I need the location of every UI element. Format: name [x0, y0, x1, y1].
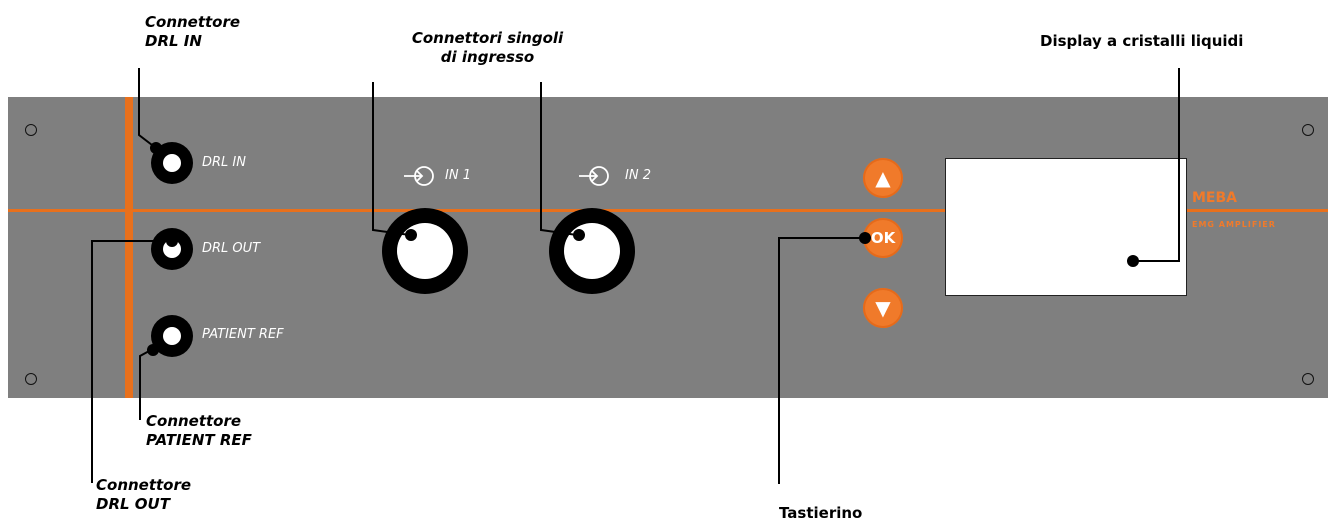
screw-hole-icon	[25, 373, 37, 385]
callout-patient-ref: Connettore PATIENT REF	[146, 412, 252, 450]
callout-dot	[573, 229, 585, 241]
callout-dot	[405, 229, 417, 241]
callout-inputs-line2: di ingresso	[440, 48, 535, 66]
callout-display: Display a cristalli liquidi	[1040, 32, 1244, 50]
callout-dot	[147, 344, 159, 356]
input-arrow-icon	[579, 166, 609, 186]
callout-drl-out: Connettore DRL OUT	[96, 476, 191, 514]
callout-drl-in-line2: DRL IN	[145, 32, 202, 50]
panel-divider-line	[8, 209, 1328, 212]
callout-patient-ref-line2: PATIENT REF	[146, 431, 252, 449]
callout-dot	[1127, 255, 1139, 267]
brand-name: MEBA	[1192, 190, 1238, 206]
ok-button[interactable]: OK	[863, 218, 903, 258]
input-1-label: IN 1	[445, 168, 471, 183]
down-button[interactable]: ▼	[863, 288, 903, 328]
callout-dot	[150, 142, 162, 154]
callout-drl-out-line2: DRL OUT	[96, 495, 170, 513]
callout-inputs: Connettori singoli di ingresso	[380, 29, 595, 67]
callout-drl-in: Connettore DRL IN	[145, 13, 240, 51]
callout-drl-in-line1: Connettore	[145, 13, 241, 31]
input-arrow-icon	[404, 166, 434, 186]
screw-hole-icon	[1302, 373, 1314, 385]
up-button[interactable]: ▲	[863, 158, 903, 198]
callout-drl-out-line1: Connettore	[96, 476, 192, 494]
input-2-label: IN 2	[625, 168, 651, 183]
callout-keypad: Tastierino	[779, 504, 863, 522]
callout-inputs-line1: Connettori singoli	[411, 29, 564, 47]
up-arrow-icon: ▲	[875, 166, 891, 190]
patient-ref-label: PATIENT REF	[202, 327, 284, 342]
lcd-display	[945, 158, 1187, 296]
screw-hole-icon	[1302, 124, 1314, 136]
patient-ref-jack[interactable]	[151, 315, 193, 357]
callout-dot	[166, 235, 178, 247]
drl-out-label: DRL OUT	[202, 241, 261, 256]
brand-subtitle: EMG AMPLIFIER	[1192, 220, 1276, 229]
callout-patient-ref-line1: Connettore	[146, 412, 242, 430]
screw-hole-icon	[25, 124, 37, 136]
drl-in-label: DRL IN	[202, 155, 246, 170]
panel-vertical-stripe	[125, 97, 133, 398]
callout-dot	[859, 232, 871, 244]
input-1-jack[interactable]	[382, 208, 468, 294]
ok-label: OK	[870, 229, 896, 247]
down-arrow-icon: ▼	[875, 296, 891, 320]
input-2-jack[interactable]	[549, 208, 635, 294]
